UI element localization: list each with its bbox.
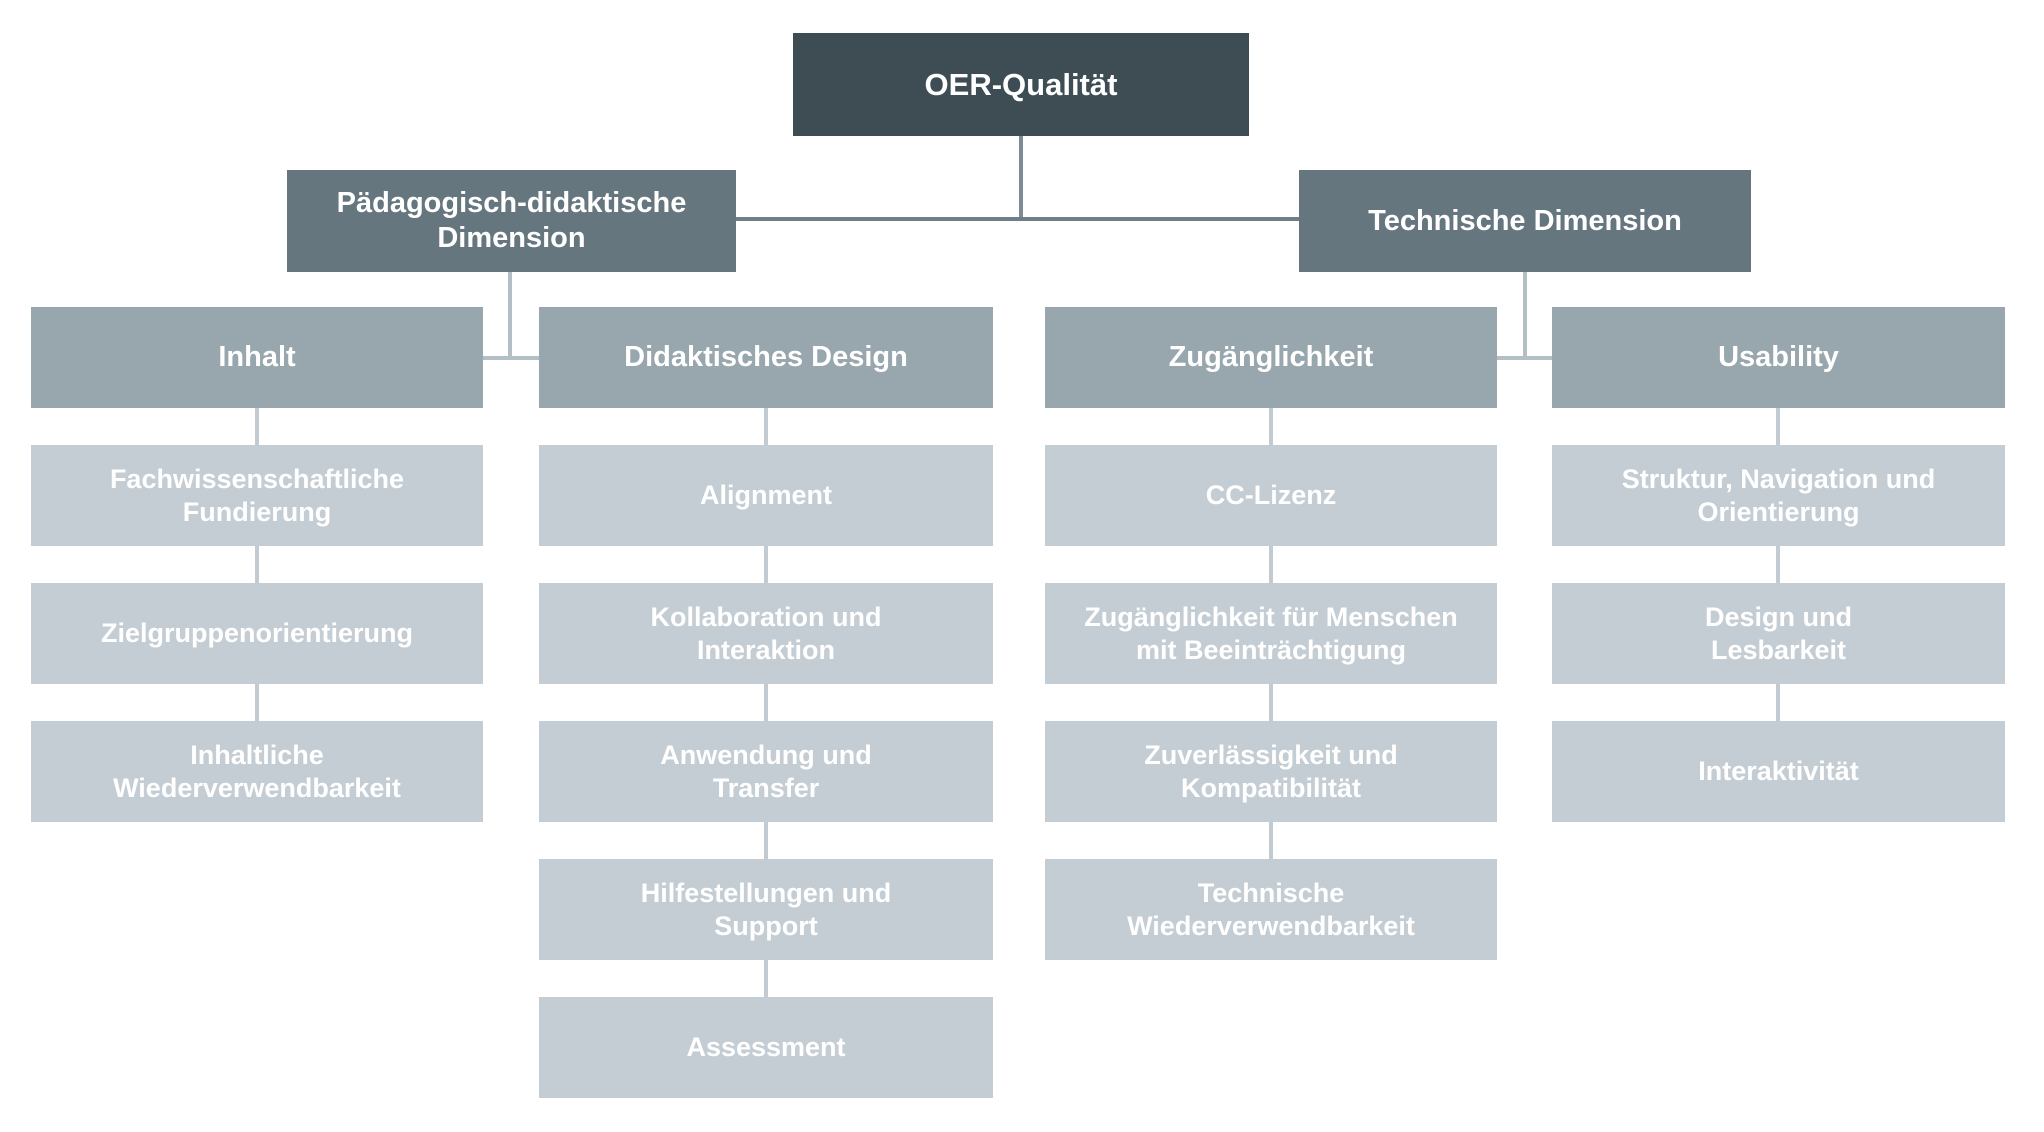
node-label: Design und Lesbarkeit [1705,602,1852,665]
connector-col3-3 [1269,684,1273,721]
node-label: Didaktisches Design [624,341,908,374]
node-zugaenglichkeit-fuer-menschen: Zugänglichkeit für Menschen mit Beeinträ… [1045,583,1497,684]
connector-dim-right-horizontal [1497,356,1552,360]
node-label: Technische Wiederverwendbarkeit [1127,878,1415,941]
node-label: Fachwissenschaftliche Fundierung [109,464,405,527]
node-label: Interaktivität [1698,756,1859,787]
node-alignment: Alignment [539,445,993,546]
node-inhalt: Inhalt [31,307,483,408]
connector-root-vertical [1019,136,1023,219]
node-label: Hilfestellungen und Support [640,878,892,941]
connector-dim-left-vertical [508,272,512,358]
node-technische-dimension: Technische Dimension [1299,170,1751,272]
node-label: Kollaboration und Interaktion [650,602,882,665]
connector-root-horizontal [736,217,1299,221]
node-anwendung-und-transfer: Anwendung und Transfer [539,721,993,822]
node-label: Zugänglichkeit für Menschen mit Beeinträ… [1084,602,1458,665]
node-label: Zugänglichkeit [1168,341,1374,374]
node-label: Zuverlässigkeit und Kompatibilität [1144,740,1398,803]
connector-col1-2 [255,546,259,583]
node-interaktivitaet: Interaktivität [1552,721,2005,822]
node-usability: Usability [1552,307,2005,408]
node-paedagogisch-didaktische-dimension: Pädagogisch-didaktische Dimension [287,170,736,272]
node-label: Inhalt [218,341,296,374]
connector-col3-4 [1269,822,1273,859]
node-label: Alignment [700,480,832,511]
connector-col2-5 [764,960,768,997]
connector-col2-3 [764,684,768,721]
node-assessment: Assessment [539,997,993,1098]
node-label: Inhaltliche Wiederverwendbarkeit [113,740,401,803]
connector-col4-1 [1776,408,1780,445]
node-label: Struktur, Navigation und Orientierung [1621,464,1936,527]
node-fachwissenschaftliche-fundierung: Fachwissenschaftliche Fundierung [31,445,483,546]
node-design-und-lesbarkeit: Design und Lesbarkeit [1552,583,2005,684]
connector-col1-1 [255,408,259,445]
node-technische-wiederverwendbarkeit: Technische Wiederverwendbarkeit [1045,859,1497,960]
connector-dim-right-vertical [1523,272,1527,358]
node-label: Technische Dimension [1368,204,1682,237]
connector-col2-1 [764,408,768,445]
connector-col3-1 [1269,408,1273,445]
node-zugaenglichkeit: Zugänglichkeit [1045,307,1497,408]
connector-col2-2 [764,546,768,583]
node-label: Usability [1718,341,1839,374]
node-didaktisches-design: Didaktisches Design [539,307,993,408]
node-label: CC-Lizenz [1205,480,1337,511]
node-struktur-navigation-orientierung: Struktur, Navigation und Orientierung [1552,445,2005,546]
node-cc-lizenz: CC-Lizenz [1045,445,1497,546]
connector-col2-4 [764,822,768,859]
connector-col1-3 [255,684,259,721]
node-label: OER-Qualität [924,66,1118,102]
node-oer-qualitaet: OER-Qualität [793,33,1249,136]
node-label: Anwendung und Transfer [660,740,872,803]
node-zuverlaessigkeit-und-kompatibilitaet: Zuverlässigkeit und Kompatibilität [1045,721,1497,822]
node-inhaltliche-wiederverwendbarkeit: Inhaltliche Wiederverwendbarkeit [31,721,483,822]
node-label: Assessment [686,1032,846,1063]
node-zielgruppenorientierung: Zielgruppenorientierung [31,583,483,684]
connector-col4-3 [1776,684,1780,721]
node-label: Pädagogisch-didaktische Dimension [336,187,687,254]
node-label: Zielgruppenorientierung [100,618,413,649]
connector-col3-2 [1269,546,1273,583]
node-kollaboration-und-interaktion: Kollaboration und Interaktion [539,583,993,684]
connector-col4-2 [1776,546,1780,583]
node-hilfestellungen-und-support: Hilfestellungen und Support [539,859,993,960]
connector-dim-left-horizontal [483,356,539,360]
